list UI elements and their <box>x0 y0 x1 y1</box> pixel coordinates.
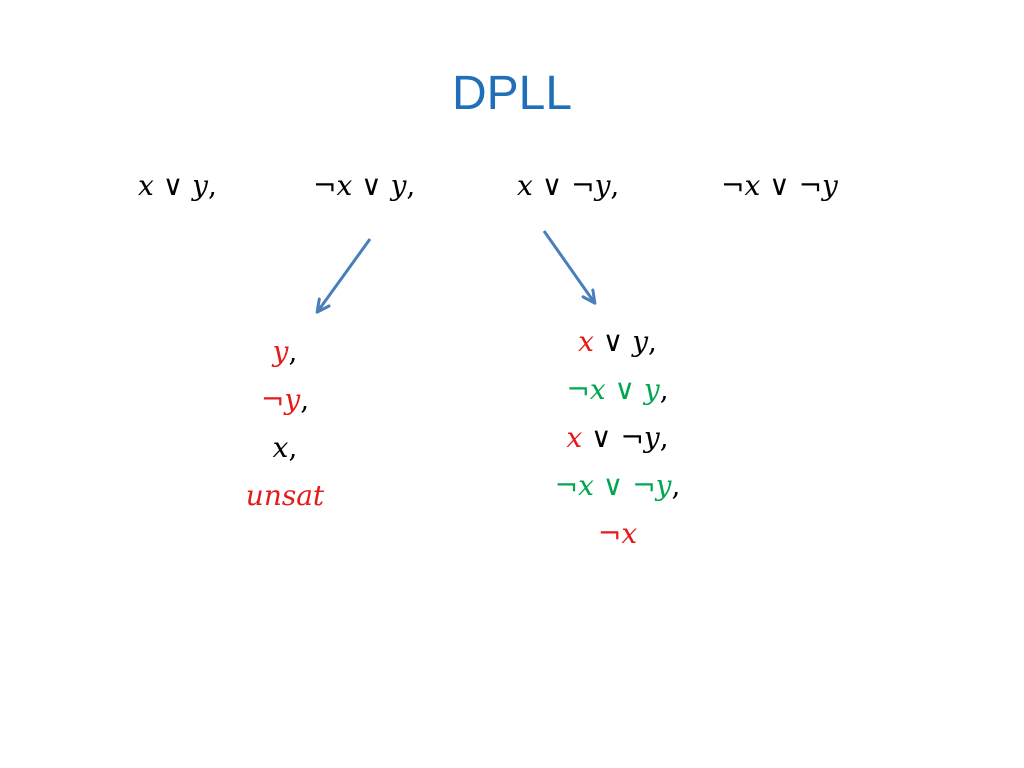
right-branch-arrow <box>542 230 597 305</box>
or-symbol: ∨ <box>769 169 790 202</box>
left-branch: y, ¬y, x, unsat <box>180 328 390 520</box>
or-symbol: ∨ <box>591 421 612 454</box>
or-symbol: ∨ <box>614 373 636 406</box>
var-y: y <box>284 383 301 416</box>
right-line-1: x ∨ y, <box>510 318 725 366</box>
not-symbol: ¬ <box>313 169 337 202</box>
comma: , <box>288 335 298 368</box>
var-x: x <box>744 169 761 202</box>
var-y: y <box>643 421 660 454</box>
comma: , <box>659 373 669 406</box>
var-x: x <box>578 469 594 502</box>
left-line-x: x, <box>180 424 390 472</box>
right-branch: x ∨ y, ¬x ∨ y, x ∨ ¬y, ¬x ∨ ¬y, ¬x <box>510 318 725 558</box>
var-x: x <box>517 169 533 202</box>
not-symbol: ¬ <box>632 469 656 502</box>
var-y: y <box>822 169 838 202</box>
var-y: y <box>655 469 672 502</box>
var-x: x <box>138 169 154 202</box>
right-line-2: ¬x ∨ y, <box>510 366 725 414</box>
or-symbol: ∨ <box>602 325 624 358</box>
var-x: x <box>566 421 583 454</box>
clause-x-or-y: x ∨ y, <box>138 168 217 204</box>
comma: , <box>610 169 620 202</box>
comma: , <box>300 383 310 416</box>
not-symbol: ¬ <box>798 169 823 202</box>
comma: , <box>671 469 681 502</box>
comma: , <box>659 421 669 454</box>
unsat-label: unsat <box>245 479 325 512</box>
var-x: x <box>578 325 594 358</box>
not-symbol: ¬ <box>571 169 595 202</box>
var-y: y <box>390 169 407 202</box>
slide-title: DPLL <box>451 67 573 120</box>
or-symbol: ∨ <box>361 169 382 202</box>
left-line-y: y, <box>180 328 390 376</box>
var-x: x <box>272 431 289 464</box>
right-line-3: x ∨ ¬y, <box>510 414 725 462</box>
right-line-5: ¬x <box>510 510 725 558</box>
right-line-4: ¬x ∨ ¬y, <box>510 462 725 510</box>
var-y: y <box>632 325 649 358</box>
comma: , <box>406 169 416 202</box>
not-symbol: ¬ <box>620 421 644 454</box>
or-symbol: ∨ <box>162 169 184 202</box>
var-x: x <box>589 373 606 406</box>
left-branch-arrow <box>315 238 372 314</box>
var-y: y <box>594 169 611 202</box>
or-symbol: ∨ <box>541 169 563 202</box>
not-symbol: ¬ <box>597 517 622 550</box>
clause-x-or-noty: x ∨ ¬y, <box>517 168 619 204</box>
var-x: x <box>336 169 353 202</box>
var-y: y <box>643 373 660 406</box>
var-y: y <box>192 169 208 202</box>
comma: , <box>648 325 657 358</box>
clause-notx-or-y: ¬x ∨ y, <box>313 168 415 204</box>
comma: , <box>288 431 298 464</box>
or-symbol: ∨ <box>602 469 624 502</box>
clause-notx-or-noty: ¬x ∨ ¬y <box>721 168 838 204</box>
not-symbol: ¬ <box>566 373 590 406</box>
left-line-noty: ¬y, <box>180 376 390 424</box>
not-symbol: ¬ <box>260 383 285 416</box>
left-line-unsat: unsat <box>180 472 390 520</box>
not-symbol: ¬ <box>721 169 745 202</box>
comma: , <box>207 169 217 202</box>
not-symbol: ¬ <box>554 469 579 502</box>
var-y: y <box>272 335 289 368</box>
var-x: x <box>621 517 638 550</box>
